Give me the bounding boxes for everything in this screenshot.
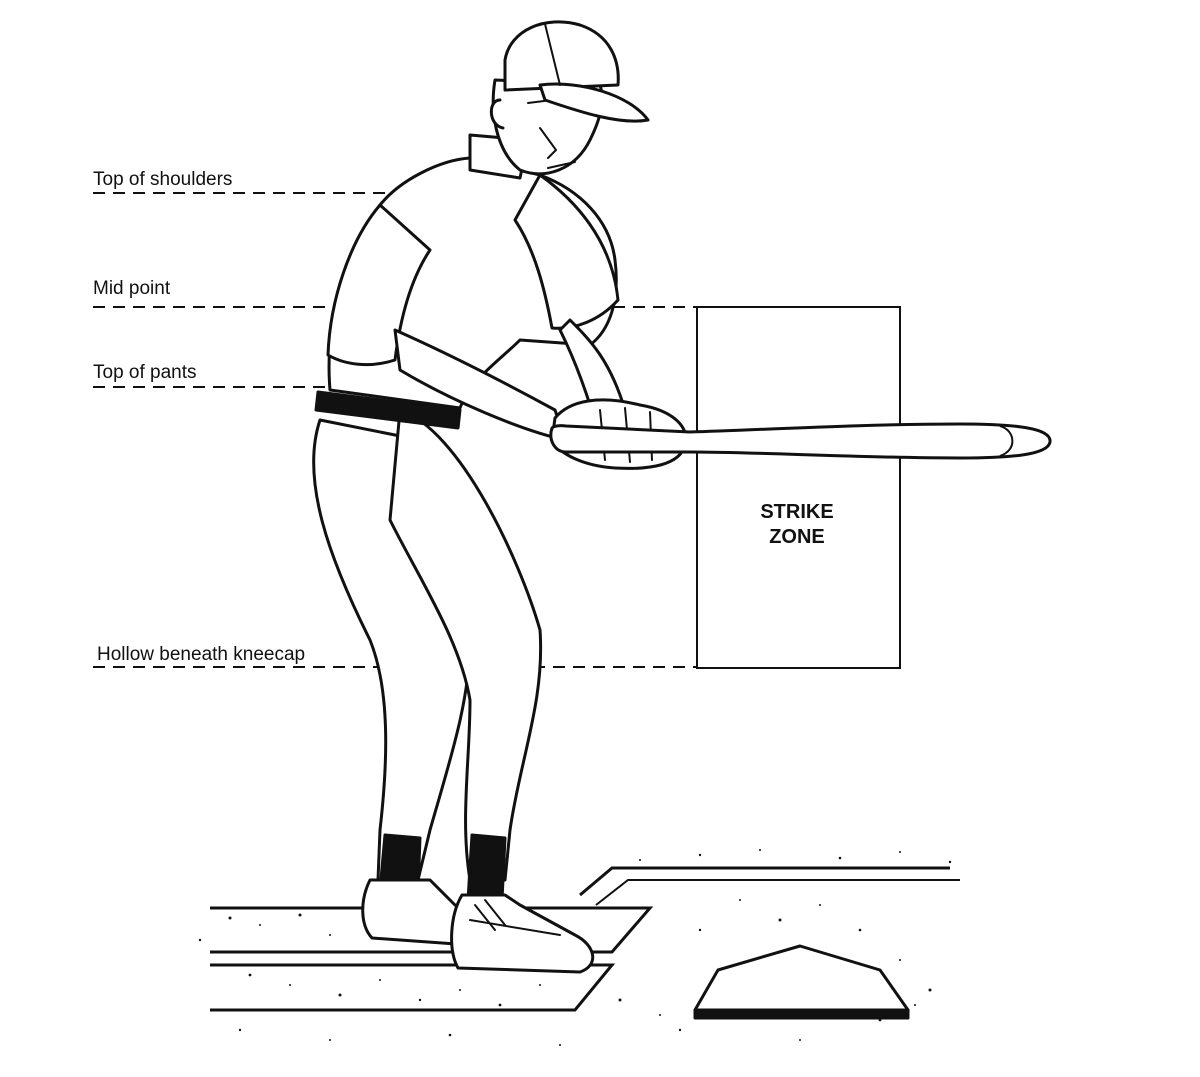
label-top-of-shoulders: Top of shoulders	[93, 169, 233, 190]
front-sock	[466, 833, 507, 902]
belt	[314, 390, 462, 430]
cap	[503, 20, 620, 92]
batter-figure	[312, 20, 688, 974]
label-hollow-beneath-kneecap: Hollow beneath kneecap	[97, 644, 306, 665]
strike-zone-box	[696, 306, 901, 669]
strike-zone-label-line1: STRIKE	[760, 501, 834, 523]
front-shoe	[450, 893, 595, 974]
cap-bill	[538, 82, 650, 123]
sleeve-back	[326, 203, 432, 366]
front-leg	[388, 408, 543, 882]
label-mid-point: Mid point	[93, 278, 171, 299]
home-plate	[693, 944, 910, 1020]
ear	[489, 98, 505, 130]
strike-zone-label-line2: ZONE	[769, 526, 825, 548]
sleeve-front	[513, 173, 620, 330]
strike-zone-label: STRIKE ZONE	[697, 500, 897, 550]
bat	[549, 422, 1052, 460]
label-top-of-pants: Top of pants	[93, 362, 197, 383]
